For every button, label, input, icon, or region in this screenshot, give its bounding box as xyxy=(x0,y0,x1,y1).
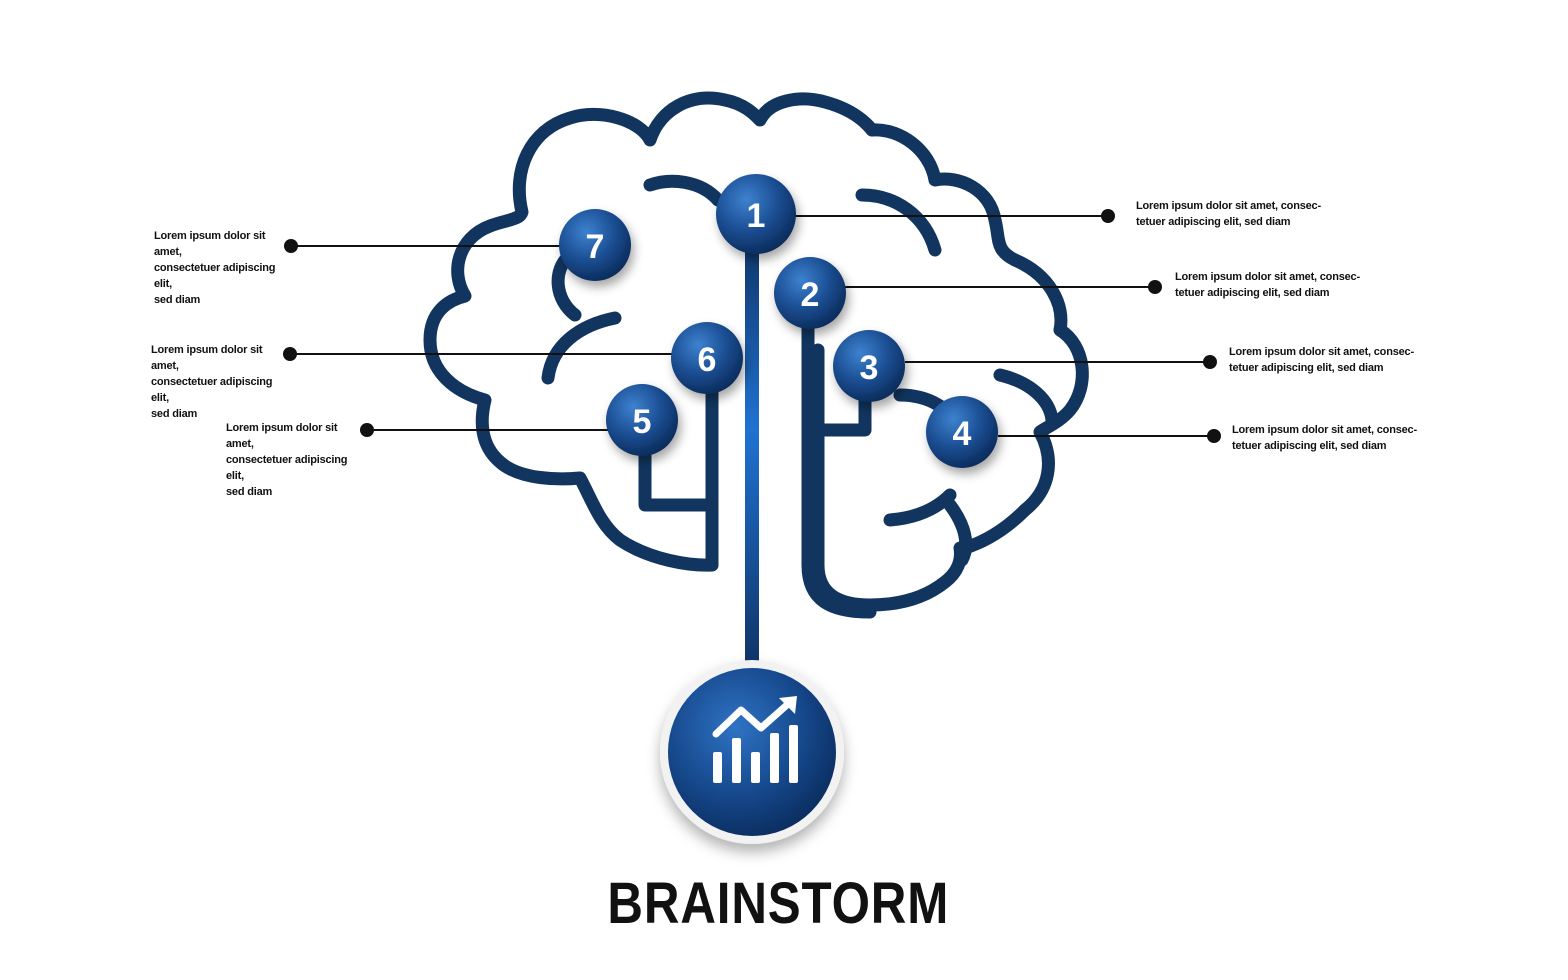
node-2[interactable]: 2 xyxy=(774,257,846,329)
callout-dot-3 xyxy=(1203,355,1217,369)
node-3[interactable]: 3 xyxy=(833,330,905,402)
center-circle[interactable] xyxy=(660,660,844,844)
node-4[interactable]: 4 xyxy=(926,396,998,468)
node-7[interactable]: 7 xyxy=(559,209,631,281)
callout-dot-1 xyxy=(1101,209,1115,223)
callout-text-3: Lorem ipsum dolor sit amet, consec- tetu… xyxy=(1229,346,1414,374)
node-number-7: 7 xyxy=(586,228,605,266)
node-5[interactable]: 5 xyxy=(606,384,678,456)
bar-chart-trend-icon xyxy=(712,696,798,783)
callout-text-7: Lorem ipsum dolor sit amet, consectetuer… xyxy=(154,230,276,306)
callout-dot-2 xyxy=(1148,280,1162,294)
callout-text-2: Lorem ipsum dolor sit amet, consec- tetu… xyxy=(1175,271,1360,299)
node-number-2: 2 xyxy=(801,276,820,314)
page-title: BRAINSTORM xyxy=(607,871,950,936)
callout-text-4: Lorem ipsum dolor sit amet, consec- tetu… xyxy=(1232,424,1417,452)
callout-dot-5 xyxy=(360,423,374,437)
callout-lines xyxy=(290,215,1214,437)
central-stem xyxy=(745,235,759,667)
callout-dots xyxy=(283,209,1221,443)
node-number-6: 6 xyxy=(698,341,717,379)
node-6[interactable]: 6 xyxy=(671,322,743,394)
callout-dot-6 xyxy=(283,347,297,361)
node-number-3: 3 xyxy=(860,349,879,387)
brain-outline xyxy=(423,91,1089,619)
callout-dot-4 xyxy=(1207,429,1221,443)
node-number-5: 5 xyxy=(633,403,652,441)
node-number-4: 4 xyxy=(953,415,972,453)
callout-text-5: Lorem ipsum dolor sit amet, consectetuer… xyxy=(226,422,348,498)
callout-dot-7 xyxy=(284,239,298,253)
callout-text-1: Lorem ipsum dolor sit amet, consec- tetu… xyxy=(1136,200,1321,228)
node-number-1: 1 xyxy=(747,197,766,235)
callout-text-6: Lorem ipsum dolor sit amet, consectetuer… xyxy=(151,344,273,420)
node-1[interactable]: 1 xyxy=(716,174,796,254)
